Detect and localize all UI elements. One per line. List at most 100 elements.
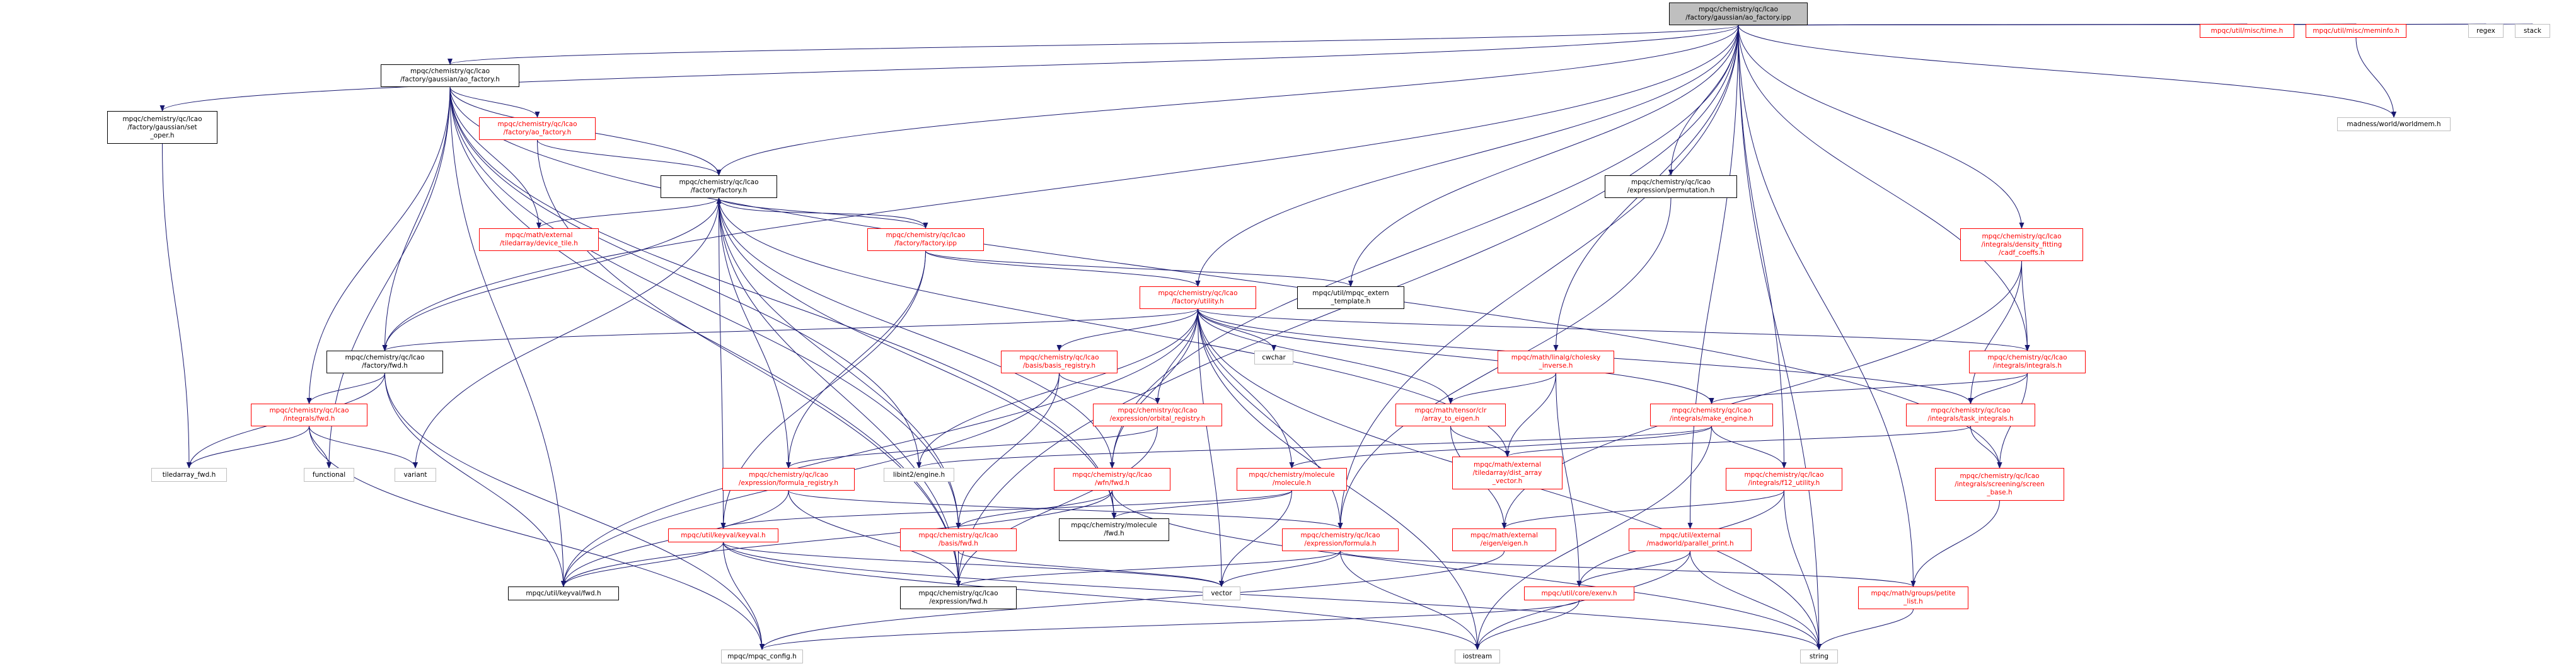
node-string[interactable]: string — [1800, 650, 1838, 663]
node-tiledarray-fwd-h[interactable]: tiledarray_fwd.h — [151, 468, 227, 482]
edge-factory_h-to-variant — [413, 197, 719, 469]
node-keyval-fwd-h[interactable]: mpqc/util/keyval/fwd.h — [508, 586, 619, 600]
edge-aofactory_ipp-to-aofactory_h — [448, 25, 1739, 65]
edge-aofactory_h-to-basis_fwd — [449, 86, 961, 529]
edge-aofactory_h-to-integrals_fwd — [306, 86, 451, 404]
edge-make_engine-to-libint2_engine — [916, 426, 1712, 469]
edge-utility_h-to-make_engine — [1198, 308, 1714, 404]
edge-aofactory_ipp-to-parallel_print — [1687, 25, 1739, 529]
node-regex[interactable]: regex — [2468, 24, 2504, 38]
edge-aofactory_ipp-to-wfn_fwd — [1109, 25, 1739, 469]
node-variant[interactable]: variant — [395, 468, 436, 482]
edge-aofactory_ipp-to-utility_h — [1195, 25, 1739, 287]
edge-utility_h-to-vector — [1198, 308, 1224, 587]
node-utility-h[interactable]: mpqc/chemistry/qc/lcao /factory/utility.… — [1140, 286, 1256, 309]
node-cadf-coeffs-h[interactable]: mpqc/chemistry/qc/lcao /integrals/densit… — [1960, 228, 2083, 261]
node-f12-utility-h[interactable]: mpqc/chemistry/qc/lcao /integrals/f12_ut… — [1726, 468, 1842, 491]
node-screen-base-h[interactable]: mpqc/chemistry/qc/lcao /integrals/screen… — [1935, 468, 2064, 501]
node-keyval-h[interactable]: mpqc/util/keyval/keyval.h — [668, 528, 778, 542]
node-functional[interactable]: functional — [304, 468, 354, 482]
edge-utility_h-to-libint2_engine — [916, 308, 1198, 469]
node-array-to-eigen-h[interactable]: mpqc/math/tensor/clr /array_to_eigen.h — [1395, 404, 1506, 426]
edge-molecule_h-to-molecule_fwd — [1111, 490, 1292, 519]
edge-aofactory_h-to-functional — [326, 86, 451, 469]
edge-aofactory_ipp-to-petite_list — [1738, 25, 1916, 587]
node-meminfo-h[interactable]: mpqc/util/misc/meminfo.h — [2306, 24, 2406, 38]
node-vector[interactable]: vector — [1203, 586, 1240, 600]
node-petite-list-h[interactable]: mpqc/math/groups/petite _list.h — [1858, 586, 1968, 609]
node-integrals-h[interactable]: mpqc/chemistry/qc/lcao /integrals/integr… — [1969, 351, 2086, 373]
edge-integrals_fwd-to-variant — [309, 426, 418, 469]
node-mpqc-extern-template-h[interactable]: mpqc/util/mpqc_extern _template.h — [1297, 286, 1404, 309]
node-molecule-fwd-h[interactable]: mpqc/chemistry/molecule /fwd.h — [1059, 518, 1169, 541]
node-set-oper-h[interactable]: mpqc/chemistry/qc/lcao /factory/gaussian… — [107, 111, 217, 144]
node-parallel-print-h[interactable]: mpqc/util/external /madworld/parallel_pr… — [1629, 528, 1752, 551]
node-integrals-fwd-h[interactable]: mpqc/chemistry/qc/lcao /integrals/fwd.h — [251, 404, 367, 426]
edge-integrals_h-to-task_integrals — [1968, 373, 2028, 404]
node-mpqc-config-h[interactable]: mpqc/mpqc_config.h — [721, 650, 803, 663]
node-basis-registry-h[interactable]: mpqc/chemistry/qc/lcao /basis/basis_regi… — [1001, 351, 1118, 373]
node-task-integrals-h[interactable]: mpqc/chemistry/qc/lcao /integrals/task_i… — [1906, 404, 2035, 426]
node-iostream[interactable]: iostream — [1455, 650, 1500, 663]
node-stack[interactable]: stack — [2515, 24, 2550, 38]
node-worldmem-h[interactable]: madness/world/worldmem.h — [2337, 117, 2451, 131]
node-libint2-engine-h[interactable]: libint2/engine.h — [884, 468, 954, 482]
edge-factory_fwd-to-mpqc_config — [384, 373, 765, 650]
node-factory-ipp[interactable]: mpqc/chemistry/qc/lcao /factory/factory.… — [867, 228, 984, 251]
node-wfn-fwd-h[interactable]: mpqc/chemistry/qc/lcao /wfn/fwd.h — [1054, 468, 1170, 491]
edge-formula_h-to-expression_fwd — [956, 551, 1341, 587]
node-factory-h[interactable]: mpqc/chemistry/qc/lcao /factory/factory.… — [661, 175, 777, 198]
edge-exenv_h-to-mpqc_config — [760, 600, 1580, 650]
node-exenv-h[interactable]: mpqc/util/core/exenv.h — [1524, 586, 1634, 600]
edge-aofactory_ipp-to-formula_h — [1337, 25, 1739, 529]
node-time-h[interactable]: mpqc/util/misc/time.h — [2200, 24, 2294, 38]
edge-basis_registry-to-basis_fwd — [956, 373, 1060, 529]
edge-parallel_print-to-string — [1690, 551, 1822, 650]
node-cholesky-inverse-h[interactable]: mpqc/math/linalg/cholesky _inverse.h — [1498, 351, 1614, 373]
node-make-engine-h[interactable]: mpqc/chemistry/qc/lcao /integrals/make_e… — [1650, 404, 1773, 426]
edge-exenv_h-to-iostream — [1475, 600, 1580, 650]
edge-basis_registry-to-orbital_registry — [1059, 373, 1160, 404]
edge-utility_h-to-factory_fwd — [382, 308, 1198, 351]
edge-aofactory_h-to-device_tile — [449, 86, 541, 229]
node-dist-array-vector-h[interactable]: mpqc/math/external /tiledarray/dist_arra… — [1452, 457, 1562, 489]
node-ao-factory-ipp[interactable]: mpqc/chemistry/qc/lcao /factory/gaussian… — [1669, 3, 1808, 25]
edge-parallel_print-to-exenv_h — [1576, 551, 1690, 587]
node-orbital-registry-h[interactable]: mpqc/chemistry/qc/lcao /expression/orbit… — [1093, 404, 1222, 426]
node-basis-fwd-h[interactable]: mpqc/chemistry/qc/lcao /basis/fwd.h — [900, 528, 1017, 551]
edge-factory_fwd-to-integrals_fwd — [306, 373, 385, 404]
node-molecule-h[interactable]: mpqc/chemistry/molecule /molecule.h — [1237, 468, 1347, 491]
node-factory-fwd-h[interactable]: mpqc/chemistry/qc/lcao /factory/fwd.h — [326, 351, 443, 373]
edge-wfn_fwd-to-keyval_fwd — [561, 490, 1112, 587]
edge-task_integrals-to-dist_array_vec — [1505, 426, 1971, 457]
edge-keyval_h-to-mpqc_config — [723, 542, 765, 650]
edge-make_engine-to-f12_utility — [1711, 426, 1787, 469]
node-expression-fwd-h[interactable]: mpqc/chemistry/qc/lcao /expression/fwd.h — [900, 586, 1017, 609]
edge-molecule_h-to-vector — [1219, 490, 1292, 587]
node-ao-factory-h[interactable]: mpqc/chemistry/qc/lcao /factory/gaussian… — [381, 64, 519, 87]
edge-ao_factory_h-to-factory_h — [537, 139, 722, 176]
edge-formula_registry-to-expression_fwd — [788, 490, 961, 587]
edge-aofactory_ipp-to-set_oper — [159, 25, 1739, 112]
edge-integrals_fwd-to-mpqc_config — [309, 426, 765, 650]
edge-utility_h-to-orbital_registry — [1155, 308, 1198, 404]
edge-integrals_fwd-to-functional — [309, 426, 332, 469]
edge-formula_registry-to-formula_h — [788, 490, 1343, 529]
node-device-tile-h[interactable]: mpqc/math/external /tiledarray/device_ti… — [479, 228, 599, 251]
edge-factory_fwd-to-keyval_fwd — [384, 373, 566, 587]
node-permutation-h[interactable]: mpqc/chemistry/qc/lcao /expression/permu… — [1605, 175, 1737, 198]
edge-aofactory_h-to-molecule_fwd — [449, 86, 1117, 519]
edge-factory_ipp-to-utility_h — [925, 250, 1201, 287]
edge-utility_h-to-integrals_h — [1198, 308, 2030, 351]
edge-aofactory_h-to-ao_factory_h — [449, 86, 540, 118]
node-formula-h[interactable]: mpqc/chemistry/qc/lcao /expression/formu… — [1282, 528, 1399, 551]
node-formula-registry-h[interactable]: mpqc/chemistry/qc/lcao /expression/formu… — [722, 468, 855, 491]
edge-aofactory_ipp-to-mpqc_extern — [1348, 25, 1739, 287]
edge-cholesky_inv-to-clr_to_eigen — [1448, 373, 1556, 404]
node-eigen-h[interactable]: mpqc/math/external /eigen/eigen.h — [1452, 528, 1556, 551]
node-cwchar[interactable]: cwchar — [1254, 351, 1293, 365]
edge-cholesky_inv-to-exenv_h — [1556, 373, 1582, 587]
node-lcao-ao-factory-h[interactable]: mpqc/chemistry/qc/lcao /factory/ao_facto… — [479, 117, 596, 140]
edge-keyval_h-to-keyval_fwd — [561, 542, 724, 587]
edge-aofactory_ipp-to-factory_fwd — [382, 25, 1739, 351]
